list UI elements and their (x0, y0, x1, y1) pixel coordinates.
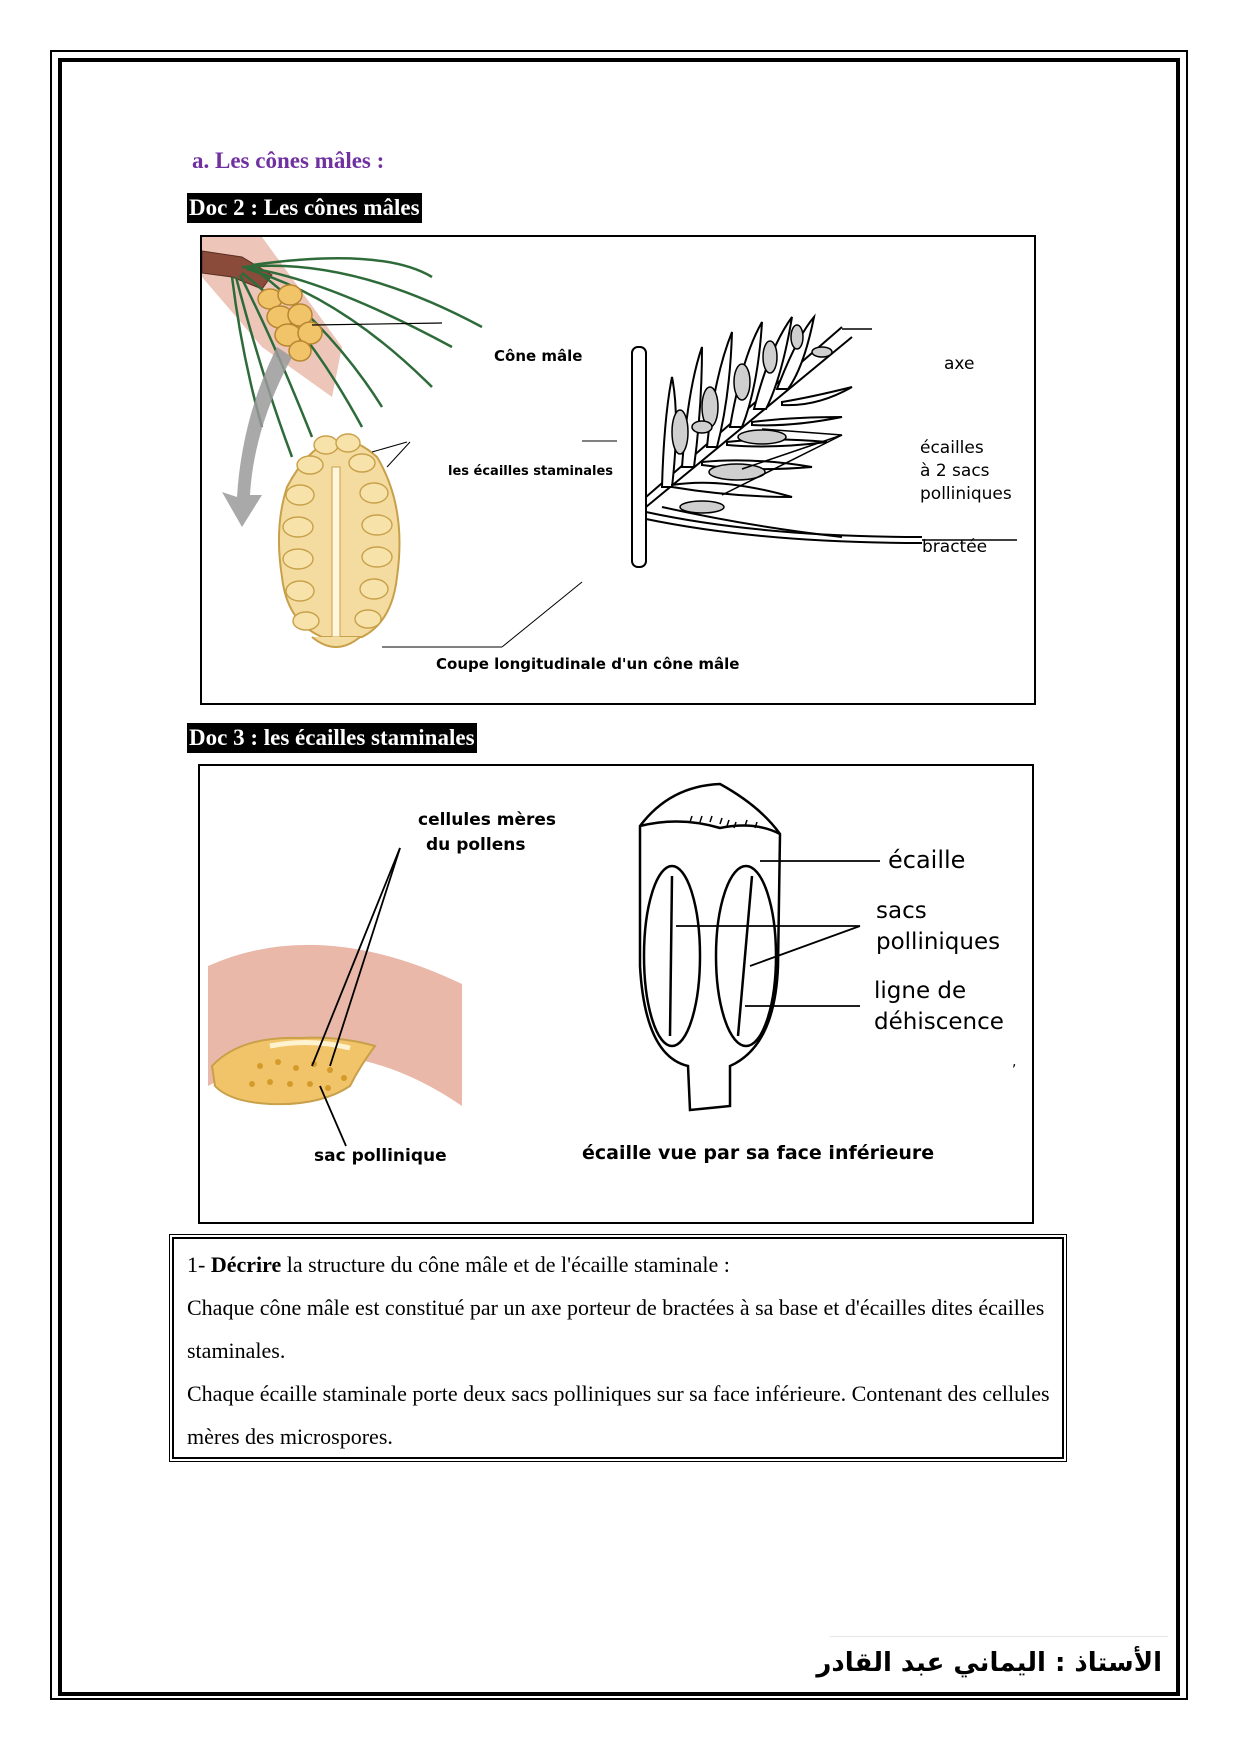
label-ecailles-staminales: les écailles staminales (448, 464, 614, 479)
label-ligne-line2: déhiscence (874, 1009, 1004, 1035)
question-line: 1- Décrire la structure du cône mâle et … (174, 1239, 1062, 1286)
label-cellules-meres: cellules mères du pollens (418, 808, 556, 858)
label-ecaille: écaille (888, 846, 966, 874)
label-cellules-line1: cellules mères (418, 810, 557, 830)
answer-paragraph-1: Chaque cône mâle est constitué par un ax… (187, 1295, 1045, 1363)
doc2-illustration (202, 237, 1017, 648)
doc3-illustration (208, 782, 880, 1147)
stray-comma: , (1012, 1054, 1017, 1070)
label-sac-pollinique: sac pollinique (314, 1146, 447, 1166)
label-sacs-line1: sacs (876, 898, 927, 924)
label-ecailles-line3: polliniques (920, 484, 1012, 504)
doc2-figure: Cône mâle les écailles staminales Coupe … (200, 235, 1036, 705)
label-sacs-polliniques: sacs polliniques (876, 896, 1000, 958)
label-ecailles-line1: écailles (920, 438, 984, 458)
answer-paragraph-2: Chaque écaille staminale porte deux sacs… (187, 1381, 1050, 1449)
doc3-label: Doc 3 : les écailles staminales (187, 723, 477, 753)
label-cellules-line2: du pollens (426, 835, 526, 855)
question-verb: Décrire (210, 1252, 282, 1277)
label-ecaille-vue: écaille vue par sa face inférieure (582, 1142, 935, 1164)
section-title: a. Les cônes mâles : (192, 148, 385, 173)
doc3-figure: cellules mères du pollens sac pollinique… (198, 764, 1034, 1224)
question-number: 1- (187, 1252, 211, 1277)
label-coupe-longitudinale: Coupe longitudinale d'un cône mâle (436, 655, 740, 673)
label-bractee: bractée (922, 537, 988, 557)
answer-box: 1- Décrire la structure du cône mâle et … (169, 1234, 1067, 1462)
page-border-inner (58, 58, 1180, 1696)
label-ligne-dehiscence: ligne de déhiscence (874, 976, 1004, 1038)
label-ecailles-line2: à 2 sacs (920, 461, 990, 481)
question-text: la structure du cône mâle et de l'écaill… (281, 1252, 730, 1277)
label-ligne-line1: ligne de (874, 978, 967, 1004)
footer-rule (830, 1636, 1168, 1637)
label-cone-male: Cône mâle (494, 347, 583, 365)
label-axe: axe (944, 354, 975, 374)
label-sacs-line2: polliniques (876, 929, 1001, 955)
doc2-label: Doc 2 : Les cônes mâles (187, 193, 422, 223)
label-ecailles-sacs: écailles à 2 sacs polliniques (920, 437, 1012, 506)
page-border-outer (50, 50, 1188, 1700)
teacher-signature: الأستاذ : اليماني عبد القادر (816, 1648, 1162, 1678)
